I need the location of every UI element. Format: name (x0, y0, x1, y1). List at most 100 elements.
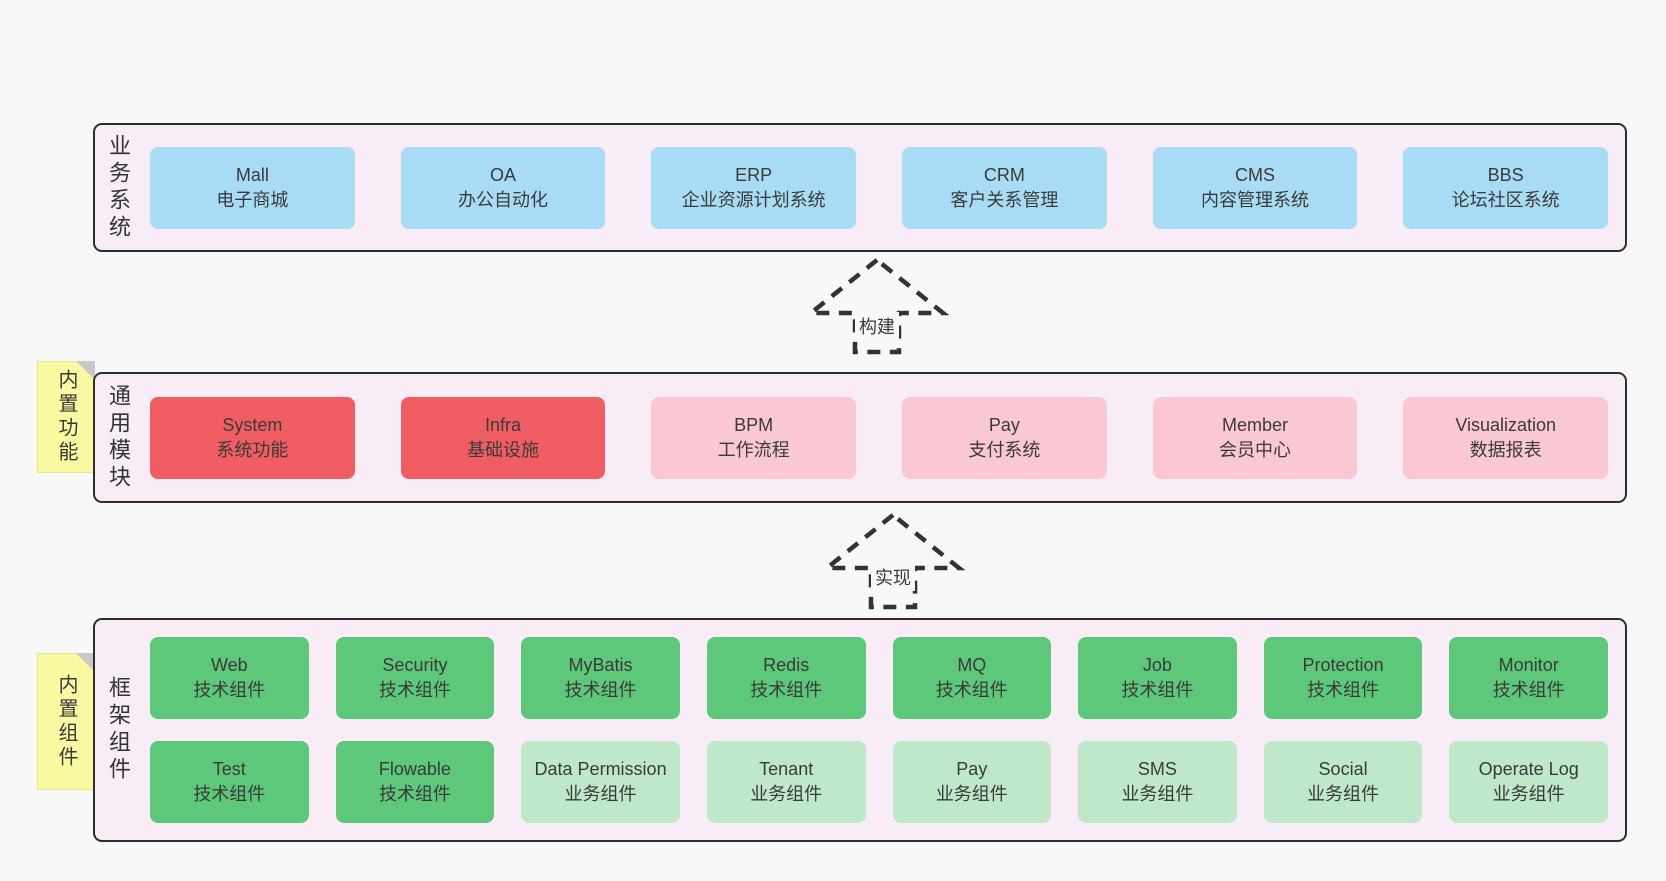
build-arrow-icon (805, 257, 949, 355)
box-desc: 企业资源计划系统 (681, 189, 826, 210)
tab-built-in-features-label: 内置功能 (55, 369, 77, 465)
box-name: Monitor (1498, 655, 1559, 676)
box-name: Social (1318, 759, 1368, 780)
box-name: Job (1142, 655, 1172, 676)
box-system: System 系统功能 (150, 396, 355, 479)
implement-arrow-label: 实现 (871, 563, 915, 591)
box-name: Flowable (378, 759, 451, 780)
box-name: CRM (983, 164, 1025, 185)
box-desc: 技术组件 (564, 680, 637, 700)
box-test: Test 技术组件 (150, 741, 309, 823)
box-desc: 工作流程 (717, 439, 790, 460)
box-desc: 数据报表 (1469, 439, 1542, 460)
box-pay-biz: Pay 业务组件 (892, 741, 1052, 823)
box-oa: OA 办公自动化 (400, 146, 606, 229)
box-desc: 业务组件 (1492, 784, 1565, 804)
box-desc: 办公自动化 (458, 189, 548, 210)
tab-built-in-features: 内置功能 (37, 361, 95, 473)
box-visualization: Visualization 数据报表 (1403, 396, 1609, 479)
box-desc: 支付系统 (968, 439, 1041, 460)
box-desc: 业务组件 (750, 784, 823, 804)
box-name: Tenant (759, 759, 814, 780)
box-desc: 技术组件 (750, 680, 823, 700)
tab-built-in-components: 内置组件 (37, 653, 95, 790)
box-name: BBS (1487, 164, 1524, 185)
box-name: Pay (988, 414, 1020, 435)
box-name: Operate Log (1478, 759, 1579, 780)
box-name: Redis (763, 655, 810, 676)
tab-built-in-components-label: 内置组件 (55, 673, 77, 770)
box-cms: CMS 内容管理系统 (1152, 146, 1358, 229)
box-name: Test (212, 759, 246, 780)
box-desc: 系统功能 (216, 439, 289, 460)
box-desc: 业务组件 (1307, 784, 1380, 804)
box-name: Security (382, 655, 448, 676)
box-data-permission: Data Permission 业务组件 (521, 741, 680, 823)
box-bbs: BBS 论坛社区系统 (1403, 146, 1609, 229)
box-desc: 客户关系管理 (950, 189, 1059, 210)
box-name: CMS (1235, 164, 1276, 185)
box-name: SMS (1137, 759, 1177, 780)
box-desc: 基础设施 (467, 439, 539, 460)
components-row-1: Web 技术组件 Security 技术组件 MyBatis 技术组件 Redi… (150, 637, 1608, 719)
box-name: System (222, 414, 283, 435)
box-desc: 技术组件 (935, 680, 1008, 700)
box-name: MyBatis (568, 655, 633, 676)
box-mall: Mall 电子商城 (150, 146, 355, 229)
box-name: Data Permission (534, 759, 667, 780)
common-modules-label: 通用模块 (106, 383, 131, 492)
box-desc: 电子商城 (216, 189, 289, 210)
folded-corner-icon (76, 361, 95, 380)
box-desc: 技术组件 (1121, 680, 1194, 700)
box-name: Pay (956, 759, 988, 780)
box-tenant: Tenant 业务组件 (706, 741, 866, 823)
box-name: MQ (957, 655, 987, 676)
box-mq: MQ 技术组件 (892, 637, 1052, 719)
box-name: Visualization (1455, 414, 1557, 435)
implement-arrow-icon (821, 512, 965, 610)
box-infra: Infra 基础设施 (400, 396, 606, 479)
framework-components-boxes: Web 技术组件 Security 技术组件 MyBatis 技术组件 Redi… (129, 637, 1625, 823)
components-row-2: Test 技术组件 Flowable 技术组件 Data Permission … (150, 741, 1608, 823)
box-name: Mall (235, 164, 269, 185)
box-sms: SMS 业务组件 (1078, 741, 1237, 823)
box-mybatis: MyBatis 技术组件 (521, 637, 680, 719)
box-social: Social 业务组件 (1263, 741, 1423, 823)
box-name: OA (490, 164, 517, 185)
box-name: Protection (1302, 655, 1384, 676)
box-desc: 业务组件 (935, 784, 1008, 804)
box-monitor: Monitor 技术组件 (1449, 637, 1608, 719)
build-arrow-label: 构建 (855, 312, 899, 340)
business-systems-label: 业务系统 (106, 133, 131, 242)
box-name: ERP (735, 164, 773, 185)
box-desc: 内容管理系统 (1201, 189, 1310, 210)
common-modules-panel: 通用模块 System 系统功能 Infra 基础设施 BPM 工作流程 Pay… (93, 372, 1627, 503)
box-redis: Redis 技术组件 (706, 637, 866, 719)
framework-components-label: 框架组件 (106, 676, 131, 784)
box-member: Member 会员中心 (1152, 396, 1358, 479)
box-desc: 业务组件 (564, 784, 637, 804)
box-name: Infra (484, 414, 522, 435)
box-desc: 会员中心 (1219, 439, 1292, 460)
common-modules-boxes: System 系统功能 Infra 基础设施 BPM 工作流程 Pay 支付系统… (129, 396, 1625, 479)
box-operate-log: Operate Log 业务组件 (1449, 741, 1608, 823)
box-crm: CRM 客户关系管理 (902, 146, 1107, 229)
box-name: Member (1222, 414, 1289, 435)
box-desc: 技术组件 (378, 680, 451, 700)
box-name: BPM (734, 414, 774, 435)
box-desc: 技术组件 (193, 784, 266, 804)
box-bpm: BPM 工作流程 (651, 396, 857, 479)
box-desc: 技术组件 (378, 784, 451, 804)
business-systems-panel: 业务系统 Mall 电子商城 OA 办公自动化 ERP 企业资源计划系统 CRM… (93, 123, 1627, 252)
framework-components-panel: 框架组件 Web 技术组件 Security 技术组件 MyBatis 技术组件… (93, 618, 1627, 842)
box-desc: 论坛社区系统 (1451, 189, 1560, 210)
box-desc: 技术组件 (1492, 680, 1565, 700)
box-pay: Pay 支付系统 (902, 396, 1107, 479)
business-systems-boxes: Mall 电子商城 OA 办公自动化 ERP 企业资源计划系统 CRM 客户关系… (129, 146, 1625, 229)
box-desc: 技术组件 (193, 680, 266, 700)
box-web: Web 技术组件 (150, 637, 309, 719)
box-security: Security 技术组件 (335, 637, 495, 719)
box-protection: Protection 技术组件 (1263, 637, 1423, 719)
box-desc: 业务组件 (1121, 784, 1194, 804)
box-job: Job 技术组件 (1078, 637, 1237, 719)
